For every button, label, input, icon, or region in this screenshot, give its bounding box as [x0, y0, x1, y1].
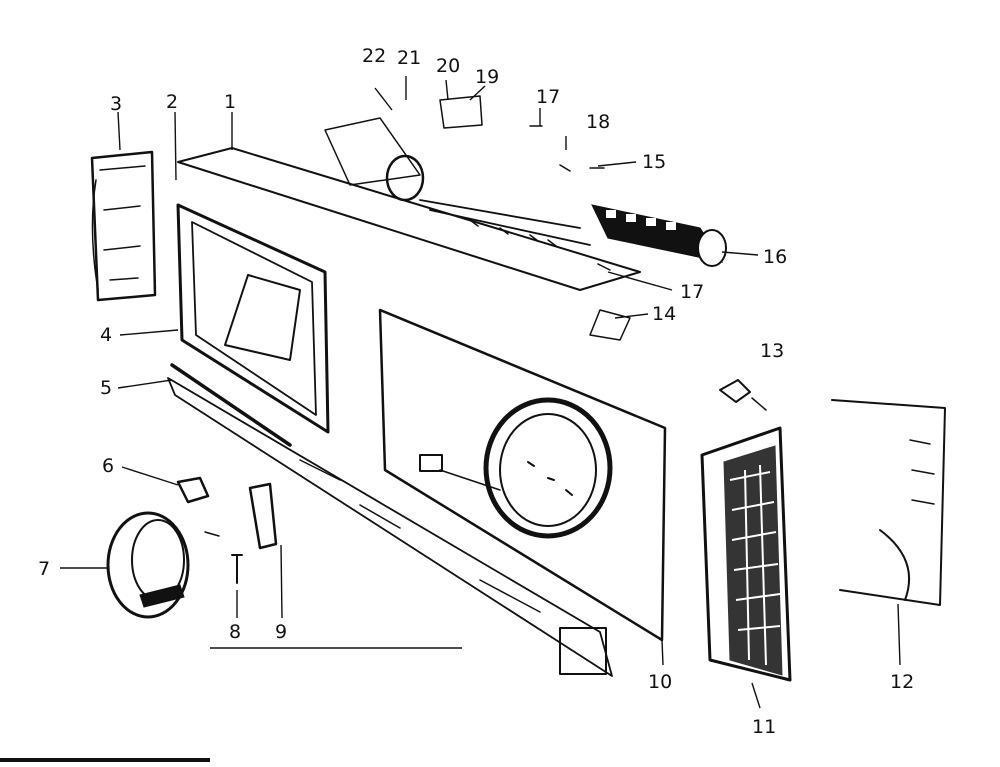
callout-13: 13	[760, 340, 784, 362]
part-16-pushbutton-bank	[591, 204, 727, 267]
part-8-screw	[204, 531, 243, 584]
callout-3: 3	[110, 93, 122, 115]
part-tuner-assembly	[324, 95, 631, 341]
callout-5: 5	[100, 377, 112, 399]
callout-21: 21	[397, 47, 421, 69]
callout-20: 20	[436, 55, 460, 77]
part-6-clip	[176, 476, 210, 504]
callout-4: 4	[100, 324, 112, 346]
part-13-bracket	[719, 379, 767, 411]
callout-12: 12	[890, 671, 914, 693]
part-7-knob	[106, 511, 190, 619]
part-11-speaker-grille	[700, 426, 792, 682]
callout-8: 8	[229, 621, 241, 643]
part-2-cabinet-top	[177, 147, 641, 291]
callout-9: 9	[275, 621, 287, 643]
callout-17-upper: 17	[536, 86, 560, 108]
part-4-window-frame	[176, 203, 330, 434]
callout-16: 16	[763, 246, 787, 268]
leader-lines	[60, 76, 901, 709]
callout-labels: 1 2 3 4 5 6 7 8 9 10 11 12 13 14 15 16 1…	[38, 45, 914, 738]
callout-19: 19	[475, 66, 499, 88]
callout-11: 11	[752, 716, 776, 738]
callout-6: 6	[102, 455, 114, 477]
part-9-bracket	[248, 482, 278, 550]
callout-2: 2	[166, 91, 178, 113]
callout-15: 15	[642, 151, 666, 173]
baseline-rules	[0, 647, 462, 762]
callout-7: 7	[38, 558, 50, 580]
callout-22: 22	[362, 45, 386, 67]
part-10-front-panel	[378, 308, 667, 642]
callout-18: 18	[586, 111, 610, 133]
part-12-right-side-panel	[831, 399, 946, 606]
part-3-left-side-panel	[90, 150, 157, 302]
callout-14: 14	[652, 303, 676, 325]
callout-10: 10	[648, 671, 672, 693]
callout-1: 1	[224, 91, 236, 113]
part-5-lower-trim	[167, 363, 613, 677]
callout-17-lower: 17	[680, 281, 704, 303]
